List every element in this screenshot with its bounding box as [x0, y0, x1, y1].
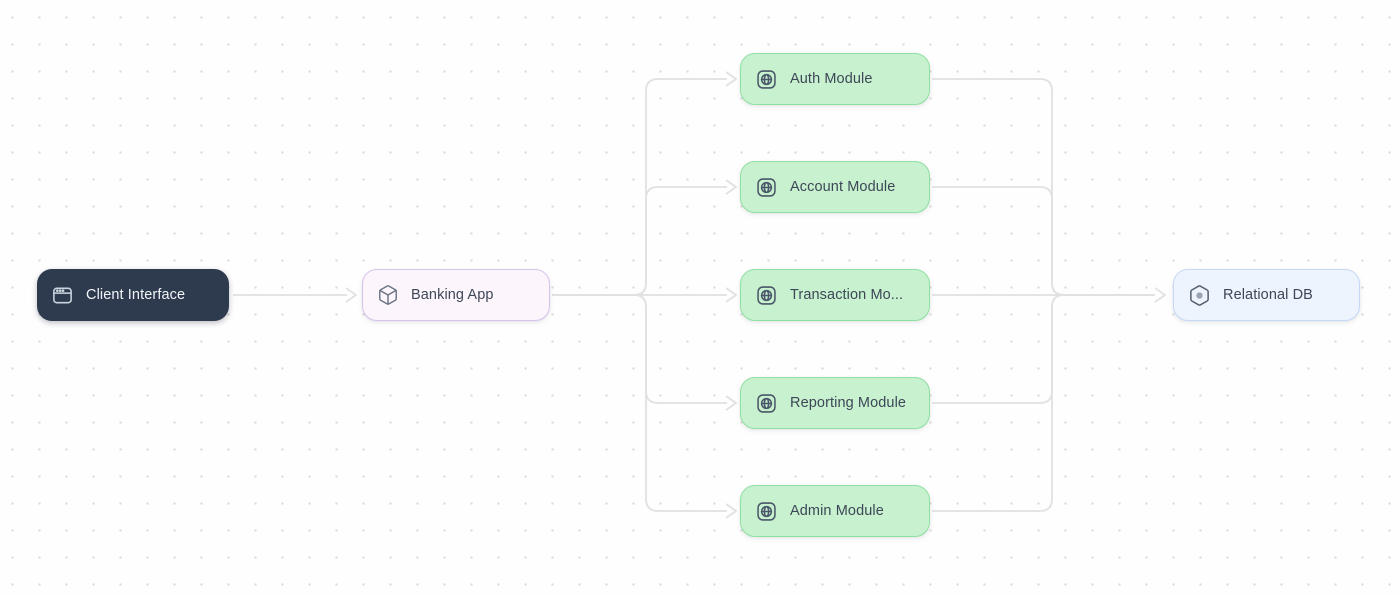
arrowhead-reporting	[725, 395, 737, 411]
arrowhead-auth	[725, 71, 737, 87]
node-banking-app[interactable]: Banking App	[362, 269, 550, 321]
node-reporting-module[interactable]: Reporting Module	[740, 377, 930, 429]
globe-window-icon	[755, 68, 778, 91]
edge-admin-db[interactable]	[932, 294, 1155, 512]
arrowhead-account	[725, 179, 737, 195]
edge-reporting-db[interactable]	[932, 294, 1155, 404]
app-window-icon	[51, 284, 74, 307]
node-label: Transaction Mo...	[790, 287, 904, 303]
node-client-interface[interactable]: Client Interface	[37, 269, 229, 321]
edge-banking-reporting[interactable]	[552, 294, 727, 404]
node-account-module[interactable]: Account Module	[740, 161, 930, 213]
node-label: Reporting Module	[790, 395, 907, 411]
globe-window-icon	[755, 500, 778, 523]
globe-window-icon	[755, 284, 778, 307]
box-icon	[377, 284, 399, 306]
node-label: Admin Module	[790, 503, 884, 519]
arrowhead-banking	[345, 287, 357, 303]
arrowhead-transaction	[725, 287, 737, 303]
arrowhead-admin	[725, 503, 737, 519]
edge-banking-account[interactable]	[552, 186, 727, 296]
node-relational-db[interactable]: Relational DB	[1173, 269, 1360, 321]
arrowhead-db	[1154, 287, 1166, 303]
node-label: Client Interface	[86, 287, 186, 303]
node-label: Banking App	[411, 287, 494, 303]
hexagon-node-icon	[1188, 284, 1211, 307]
node-label: Auth Module	[790, 71, 873, 87]
globe-window-icon	[755, 176, 778, 199]
globe-window-icon	[755, 392, 778, 415]
node-label: Account Module	[790, 179, 896, 195]
node-transaction-module[interactable]: Transaction Mo...	[740, 269, 930, 321]
edge-account-db[interactable]	[932, 186, 1155, 296]
edge-banking-admin[interactable]	[552, 294, 727, 512]
node-admin-module[interactable]: Admin Module	[740, 485, 930, 537]
node-label: Relational DB	[1223, 287, 1313, 303]
node-auth-module[interactable]: Auth Module	[740, 53, 930, 105]
